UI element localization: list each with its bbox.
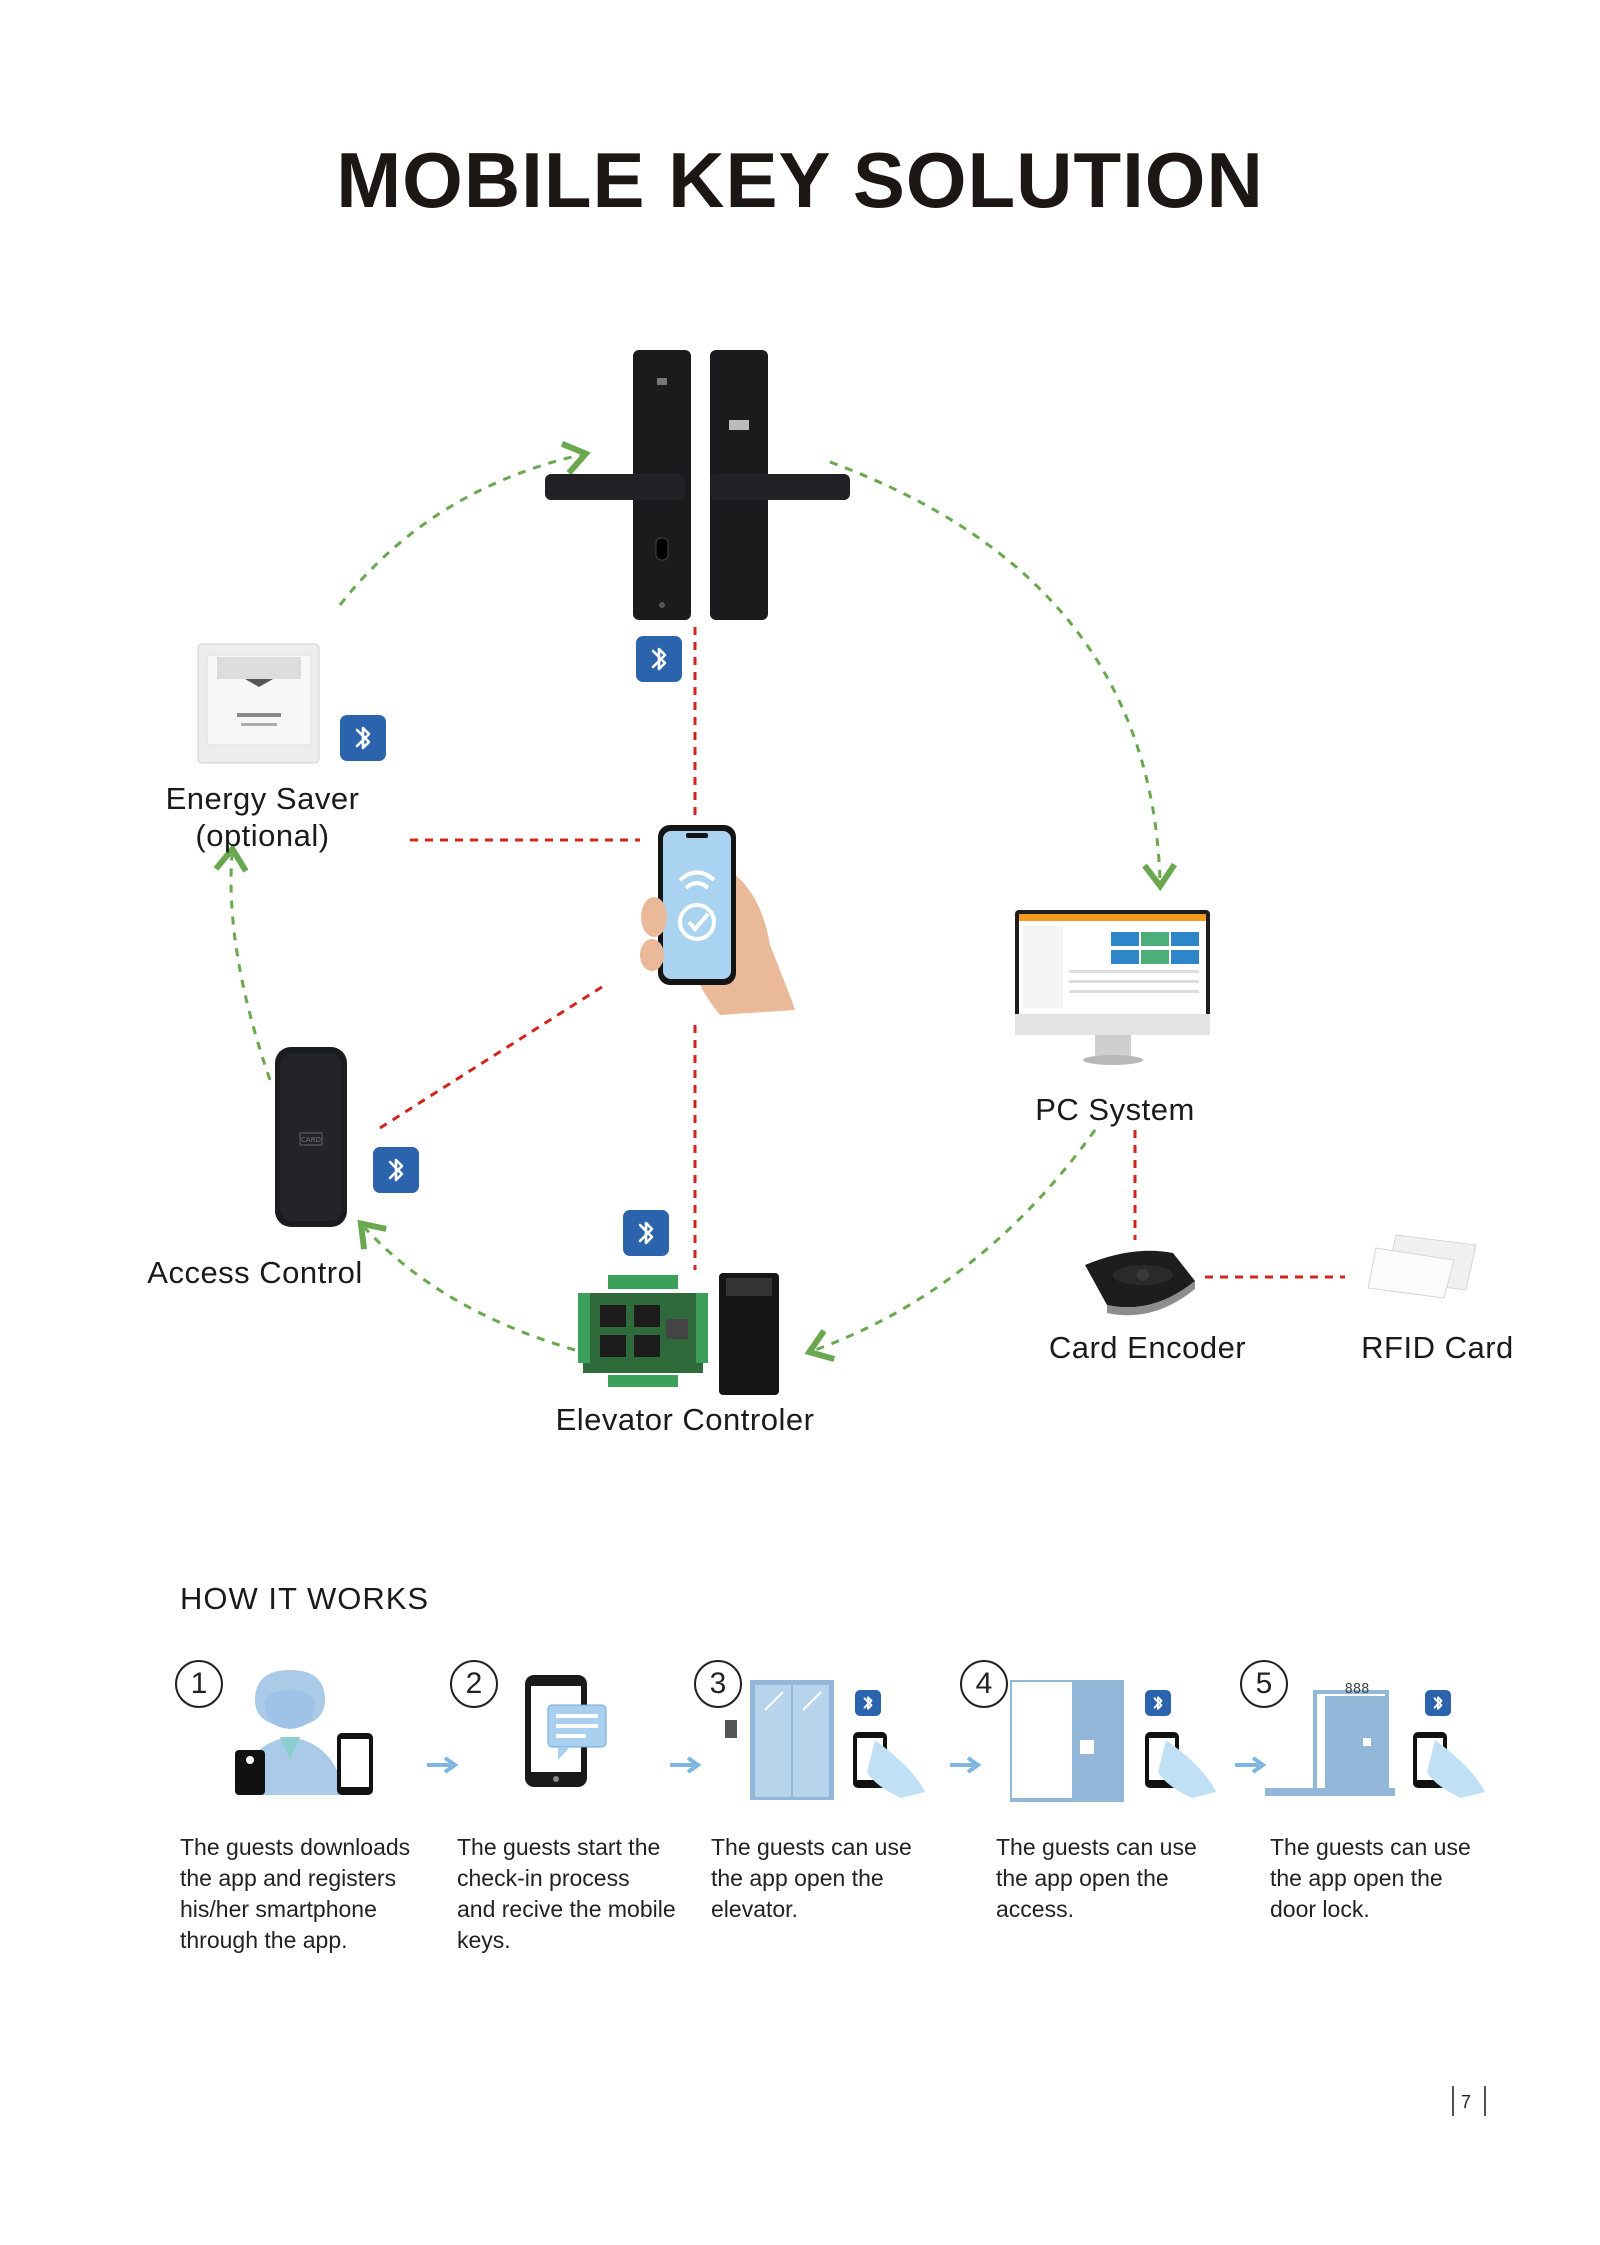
step-2-number: 2: [450, 1660, 498, 1708]
svg-text:CARD: CARD: [301, 1136, 321, 1144]
energy-saver-label: Energy Saver (optional): [165, 781, 360, 853]
step-3-bluetooth-icon: [855, 1690, 881, 1716]
page-number-divider-left: [1452, 2086, 1454, 2116]
card-encoder-icon: [1085, 1250, 1195, 1316]
access-control-bluetooth-icon: [373, 1147, 419, 1193]
card-encoder-label: Card Encoder: [1048, 1330, 1247, 1365]
elevator-controller-label: Elevator Controler: [555, 1402, 815, 1437]
smartphone-icon: [640, 825, 795, 1015]
link-phone-to-access: [379, 983, 606, 1130]
pc-system-label: PC System: [1035, 1092, 1195, 1127]
rfid-card-label: RFID Card: [1361, 1330, 1514, 1365]
elevator-card-reader-icon: [719, 1273, 779, 1395]
room-door-icon: 888: [1265, 1682, 1485, 1798]
step-3-number: 3: [694, 1660, 742, 1708]
elevator-doors-icon: [725, 1680, 925, 1800]
step-arrow-3-4: [950, 1756, 982, 1774]
step-4-description: The guests can use the app open the acce…: [996, 1834, 1197, 1922]
step-arrow-4-5: [1235, 1756, 1267, 1774]
step-4-bluetooth-icon: [1145, 1690, 1171, 1716]
door-lock-bluetooth-icon: [636, 636, 682, 682]
flow-arc-pc-to-elevator: [804, 1129, 1097, 1362]
door-lock-icon: [545, 350, 850, 620]
step-1-number: 1: [175, 1660, 223, 1708]
page-number-divider-right: [1484, 2086, 1486, 2116]
guest-with-phone-icon: [235, 1670, 373, 1795]
step-arrow-2-3: [670, 1756, 702, 1774]
energy-saver-bluetooth-icon: [340, 715, 386, 761]
pc-monitor-icon: [1015, 910, 1210, 1065]
step-5-bluetooth-icon: [1425, 1690, 1451, 1716]
how-it-works-heading: HOW IT WORKS: [180, 1581, 430, 1616]
flow-arc-energy-to-lock: [338, 441, 591, 606]
step-arrow-1-2: [427, 1756, 459, 1774]
access-control-label: Access Control: [147, 1255, 363, 1290]
page-number: 7: [1461, 2092, 1472, 2112]
step-4-number: 4: [960, 1660, 1008, 1708]
step-1-description: The guests downloads the app and registe…: [180, 1834, 411, 1953]
room-number: 888: [1345, 1682, 1370, 1697]
step-2-description: The guests start the check-in process an…: [457, 1834, 676, 1953]
flow-arc-lock-to-pc: [829, 460, 1177, 892]
access-door-icon: [1010, 1680, 1216, 1802]
step-5-description: The guests can use the app open the door…: [1270, 1834, 1471, 1922]
rfid-card-icon: [1368, 1234, 1477, 1299]
energy-saver-icon: [197, 643, 320, 764]
step-3-description: The guests can use the app open the elev…: [711, 1834, 912, 1922]
access-control-reader-icon: CARD: [275, 1047, 347, 1227]
step-5-number: 5: [1240, 1660, 1288, 1708]
flow-arc-elevator-to-access: [357, 1219, 576, 1352]
elevator-controller-board-icon: [578, 1275, 708, 1387]
phone-message-icon: [525, 1675, 607, 1787]
elevator-bluetooth-icon: [623, 1210, 669, 1256]
flow-arc-access-to-energy: [213, 843, 272, 1081]
page-title: MOBILE KEY SOLUTION: [336, 136, 1264, 224]
